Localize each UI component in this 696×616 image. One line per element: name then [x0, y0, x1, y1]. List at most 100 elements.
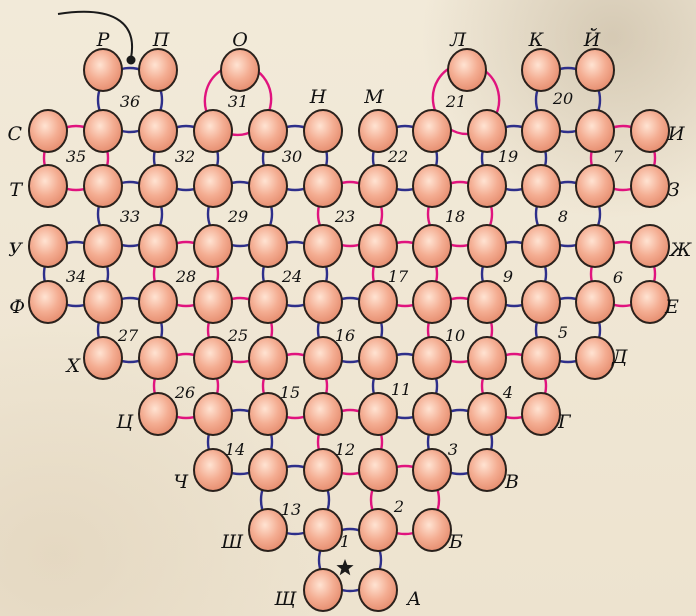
- ring-number-35: 35: [66, 147, 86, 166]
- bead: [304, 225, 342, 267]
- bead: [359, 509, 397, 551]
- bead: [576, 49, 614, 91]
- ring-number-32: 32: [175, 147, 195, 166]
- bead: [249, 337, 287, 379]
- bead: [413, 509, 451, 551]
- ring-number-33: 33: [120, 207, 140, 226]
- ring-number-7: 7: [613, 147, 624, 166]
- bead: [468, 393, 506, 435]
- ring-number-22: 22: [387, 147, 408, 166]
- bead: [194, 110, 232, 152]
- ring-number-16: 16: [335, 326, 355, 345]
- edge-letter-22: Х: [64, 355, 81, 377]
- bead: [359, 165, 397, 207]
- ring-number-21: 21: [445, 92, 466, 111]
- bead: [221, 49, 259, 91]
- ring-number-3: 3: [448, 440, 458, 459]
- bead: [249, 281, 287, 323]
- ring-number-14: 14: [225, 440, 245, 459]
- edge-letter-19: Т: [9, 179, 23, 201]
- bead: [249, 449, 287, 491]
- bead: [522, 165, 560, 207]
- bead: [139, 337, 177, 379]
- bead: [468, 337, 506, 379]
- ring-number-34: 34: [66, 267, 86, 286]
- bead: [194, 165, 232, 207]
- edge-letter-17: Р: [96, 29, 111, 51]
- ring-number-19: 19: [498, 147, 518, 166]
- bead: [84, 281, 122, 323]
- bead: [631, 110, 669, 152]
- bead: [522, 337, 560, 379]
- bead: [249, 110, 287, 152]
- bead: [29, 281, 67, 323]
- star-icon: [336, 559, 353, 575]
- ring-number-8: 8: [558, 207, 568, 226]
- bead: [249, 225, 287, 267]
- edge-letter-18: С: [7, 123, 22, 145]
- bead: [84, 165, 122, 207]
- bead: [194, 225, 232, 267]
- ring-number-31: 31: [228, 92, 248, 111]
- bead: [522, 281, 560, 323]
- ring-number-29: 29: [227, 207, 248, 226]
- ring-number-12: 12: [335, 440, 355, 459]
- ring-number-26: 26: [174, 383, 195, 402]
- bead: [304, 393, 342, 435]
- ring-number-30: 30: [282, 147, 302, 166]
- edge-letter-16: П: [152, 29, 170, 51]
- bead: [194, 281, 232, 323]
- bead: [139, 49, 177, 91]
- ring-number-6: 6: [613, 268, 623, 287]
- ring-number-5: 5: [558, 323, 568, 342]
- bead: [631, 225, 669, 267]
- bead: [576, 337, 614, 379]
- bead: [413, 449, 451, 491]
- edge-letter-11: К: [528, 29, 545, 51]
- bead: [413, 225, 451, 267]
- bead: [448, 49, 486, 91]
- ring-number-36: 36: [120, 92, 140, 111]
- bead: [304, 569, 342, 611]
- bead: [413, 110, 451, 152]
- bead: [304, 110, 342, 152]
- bead: [139, 110, 177, 152]
- ring-number-18: 18: [445, 207, 465, 226]
- ring-number-10: 10: [445, 326, 465, 345]
- edge-letter-23: Ц: [115, 411, 134, 433]
- bead: [631, 281, 669, 323]
- edge-letter-14: Н: [309, 86, 327, 108]
- bead: [631, 165, 669, 207]
- bead: [576, 281, 614, 323]
- bead: [194, 337, 232, 379]
- bead: [29, 110, 67, 152]
- edge-letter-24: Ч: [173, 471, 189, 493]
- ring-number-25: 25: [227, 326, 248, 345]
- edge-letter-21: Ф: [9, 296, 25, 318]
- bead: [359, 225, 397, 267]
- bead: [84, 49, 122, 91]
- edge-letter-12: Л: [449, 29, 467, 51]
- edge-letter-8: З: [668, 179, 680, 201]
- bead: [576, 225, 614, 267]
- ring-number-27: 27: [117, 326, 139, 345]
- bead: [29, 165, 67, 207]
- edge-letter-2: Б: [448, 531, 463, 553]
- bead: [522, 49, 560, 91]
- ring-number-2: 2: [393, 497, 404, 516]
- edge-letter-25: Ш: [220, 531, 243, 553]
- bead: [359, 337, 397, 379]
- ring-number-13: 13: [281, 500, 301, 519]
- bead: [468, 281, 506, 323]
- ring-number-17: 17: [388, 267, 409, 286]
- edge-letter-10: Й: [583, 28, 601, 51]
- bead: [576, 110, 614, 152]
- bead: [522, 225, 560, 267]
- bead: [84, 337, 122, 379]
- bead: [468, 225, 506, 267]
- bead: [359, 569, 397, 611]
- bead: [304, 281, 342, 323]
- ring-number-15: 15: [280, 383, 300, 402]
